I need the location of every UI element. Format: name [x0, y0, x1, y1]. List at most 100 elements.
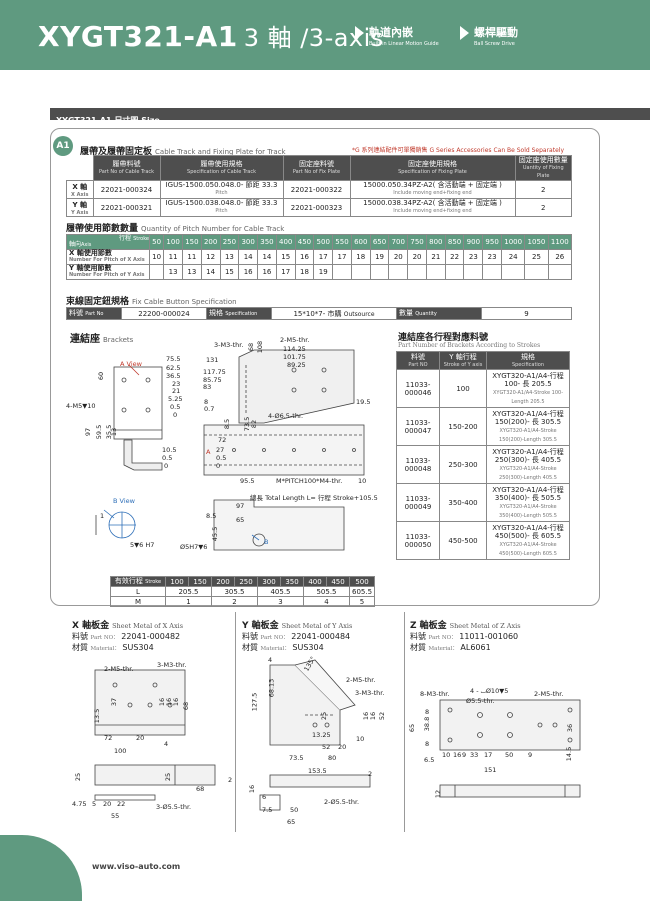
- length-cell: 405.5: [257, 586, 304, 597]
- dim-label: 65: [408, 723, 417, 733]
- stroke-col-head: 650: [369, 234, 390, 250]
- dim-label: 2-M5-thr.: [346, 676, 376, 684]
- dim-label: 13.25: [312, 731, 331, 739]
- dim-label: 4-Ø6.5-thr.: [268, 412, 304, 420]
- bracket-stroke: 150-200: [439, 407, 487, 446]
- dim-label: 62.5: [166, 364, 181, 372]
- x-sheet-material: 材質 Material： SUS304: [72, 643, 154, 652]
- pitch-cell: 15: [275, 249, 296, 265]
- pitch-cell: 24: [500, 249, 526, 265]
- dim-label: 23: [172, 380, 181, 388]
- dim-label: 89.25: [287, 361, 306, 369]
- dim-label: 65: [236, 516, 245, 524]
- y-sheet-drawing: [259, 659, 371, 811]
- stroke-col-head: 400: [275, 234, 296, 250]
- footer-decoration: [0, 835, 82, 901]
- stroke-col-head: 450: [294, 234, 315, 250]
- pitch-cell: 21: [425, 249, 446, 265]
- dim-label: 101.75: [283, 353, 306, 361]
- pitch-cell: 15: [219, 264, 240, 280]
- dim-label: 0.7: [204, 405, 215, 413]
- pitch-cell: 19: [313, 264, 334, 280]
- y-sheet-part: 料號 Part NO： 22041-000484: [242, 632, 351, 641]
- dim-label: 4: [268, 656, 273, 664]
- pitch-cell: 13: [181, 264, 202, 280]
- dim-label: 36: [566, 723, 575, 733]
- stroke-head: 500: [348, 576, 376, 587]
- dim-label: 9: [462, 751, 467, 759]
- pitch-cell: 23: [463, 249, 484, 265]
- bracket-spec-title-en: Part Number of Brackets According to Str…: [398, 342, 541, 349]
- pitch-cell: [407, 264, 427, 280]
- stroke-head: 350: [280, 576, 304, 587]
- stroke-head: 100: [165, 576, 189, 587]
- dim-label: 72: [218, 436, 227, 444]
- pitch-cell: 11: [163, 249, 183, 265]
- dim-label: 25: [74, 772, 83, 782]
- pitch-cell: 17: [275, 264, 296, 280]
- dim-label: 0.5: [216, 454, 227, 462]
- pitch-cell: 17: [313, 249, 334, 265]
- dim-label: 14.5: [565, 746, 574, 762]
- pitch-cell: [425, 264, 446, 280]
- pitch-cell: 13: [163, 264, 183, 280]
- part-label: 料號 Part No: [66, 307, 122, 320]
- dim-label: 60: [97, 371, 106, 381]
- dim-label: 1: [100, 512, 105, 520]
- pitch-cell: [444, 264, 465, 280]
- dim-label: 6.5: [424, 756, 435, 764]
- stroke-head: 300: [257, 576, 281, 587]
- dim-label: 72: [104, 734, 113, 742]
- dim-label: 7.5: [262, 806, 273, 814]
- dim-label: 97: [84, 427, 93, 437]
- bracket-part: 11033-000048: [396, 445, 440, 484]
- pitch-cell: [547, 264, 573, 280]
- pitch-cell: 16: [238, 264, 259, 280]
- dim-label: 8: [204, 398, 209, 406]
- dim-label: 22: [117, 800, 126, 808]
- stroke-col-head: 550: [332, 234, 352, 250]
- bracket-part: 11033-000047: [396, 407, 440, 446]
- dim-label: 3-M3-thr.: [157, 661, 187, 669]
- stroke-col-head: 800: [425, 234, 446, 250]
- pitch-cell: [148, 264, 165, 280]
- dim-label: 5▼6 H7: [130, 541, 155, 549]
- a-marker: A: [206, 448, 211, 456]
- dim-label: 13.5: [93, 708, 102, 724]
- dim-label: 16: [453, 751, 462, 759]
- dim-label: 13: [110, 427, 119, 437]
- website-link[interactable]: www.viso-auto.com: [92, 862, 181, 871]
- dim-label: 0: [216, 462, 221, 470]
- divider: [404, 612, 405, 832]
- dim-label: 3-M3-thr.: [214, 341, 244, 349]
- dim-label: 37: [110, 697, 119, 707]
- stroke-col-head: 350: [257, 234, 277, 250]
- dim-label: 8-M3-thr.: [420, 690, 450, 698]
- bracket-drawing: [95, 349, 365, 551]
- dim-label: 38.8: [423, 716, 432, 732]
- dim-label: 0.5: [162, 454, 173, 462]
- dim-label: 5: [92, 800, 97, 808]
- dim-label: 0.5: [170, 403, 181, 411]
- dim-label: 83: [203, 383, 212, 391]
- stroke-head: 450: [326, 576, 350, 587]
- dim-label: 73.5: [289, 754, 304, 762]
- pitch-cell: 11: [181, 249, 202, 265]
- dim-label: 114.25: [283, 345, 306, 353]
- pitch-cell: 25: [524, 249, 549, 265]
- dim-label: 2-M5-thr.: [534, 690, 564, 698]
- stroke-head: 200: [211, 576, 235, 587]
- dim-label: 總長 Total Length L= 行程 Stroke+105.5: [250, 494, 378, 502]
- dim-label: 5.25: [168, 395, 183, 403]
- stroke-col-head: 1000: [500, 234, 526, 250]
- dim-label: 21: [172, 387, 181, 395]
